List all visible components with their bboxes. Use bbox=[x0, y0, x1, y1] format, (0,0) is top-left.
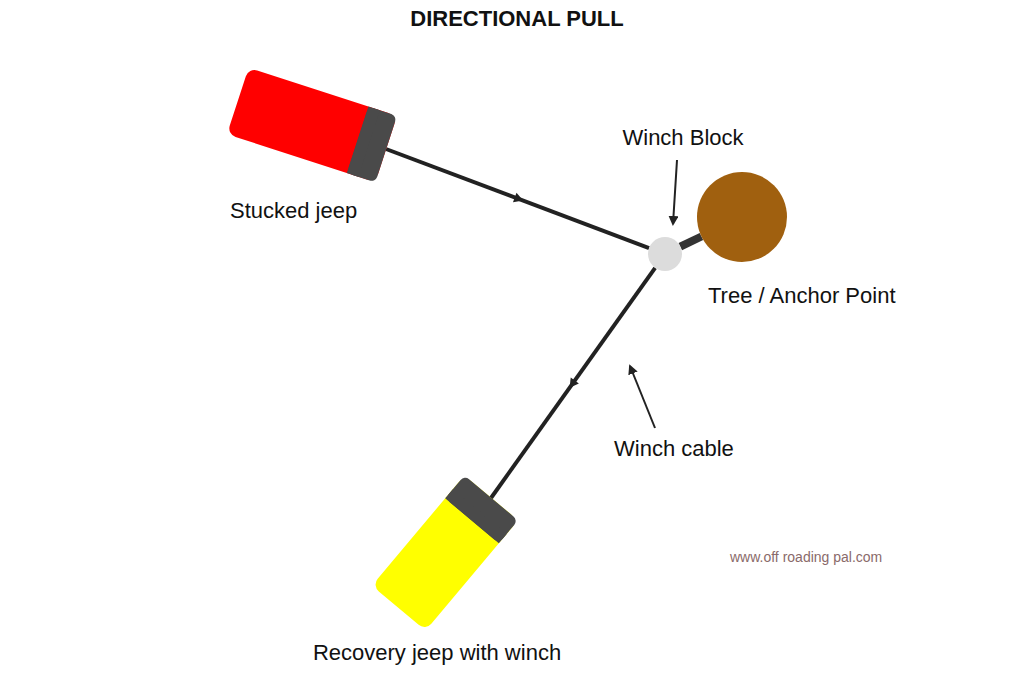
leader-arrow bbox=[630, 366, 655, 428]
watermark: www.off roading pal.com bbox=[730, 549, 882, 565]
callout-label: Winch cable bbox=[614, 436, 734, 462]
tree-shape bbox=[697, 172, 787, 262]
jeep-shape bbox=[365, 478, 530, 628]
anchor-strap bbox=[680, 236, 701, 246]
leader-arrow bbox=[673, 160, 677, 224]
diagram-title: DIRECTIONAL PULL bbox=[410, 6, 623, 32]
block-shape bbox=[647, 236, 683, 272]
winch-block: Winch Block bbox=[647, 236, 683, 272]
jeep-shape bbox=[228, 70, 396, 180]
tree-anchor: Tree / Anchor Point bbox=[697, 172, 787, 262]
node-label: Stucked jeep bbox=[230, 198, 357, 224]
stuck-jeep: Stucked jeep bbox=[228, 70, 396, 180]
node-label: Winch Block bbox=[622, 125, 743, 151]
recovery-jeep: Recovery jeep with winch bbox=[365, 478, 530, 628]
node-label: Tree / Anchor Point bbox=[708, 283, 896, 309]
node-label: Recovery jeep with winch bbox=[313, 640, 561, 666]
winch-cable bbox=[386, 149, 649, 248]
winch-cable bbox=[491, 268, 655, 498]
